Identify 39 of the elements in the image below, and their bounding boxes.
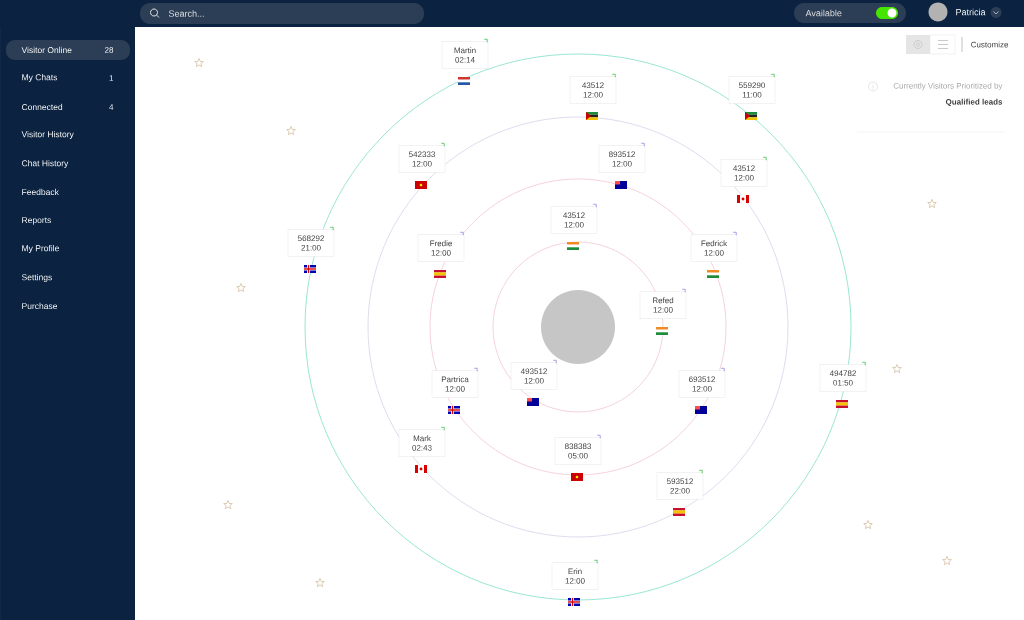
visitor-card: 893512 12:00 (598, 142, 646, 173)
visitor-card: 559290 11:00 (728, 73, 776, 104)
menu-item: Connected (22, 103, 63, 111)
visitor-card: 43512 12:00 (569, 73, 617, 104)
priority-label: Qualified leads (945, 98, 1003, 107)
visitor-card: Partrica 12:00 (431, 367, 479, 398)
visitor-card: Erin 12:00 (551, 559, 599, 590)
menu-item: Feedback (22, 188, 59, 196)
count-label: 1 (109, 75, 114, 81)
visitor-card: Fredie 12:00 (417, 231, 465, 262)
menu-item: My Profile (22, 245, 59, 253)
menu-item: My Chats (22, 74, 58, 82)
menu-item: Reports (22, 217, 51, 225)
visitor-card: 693512 12:00 (678, 367, 726, 398)
menu-item: Chat History (22, 160, 69, 168)
visitor-card: 593512 22:00 (656, 469, 704, 500)
menu-item: Visitor History (21, 131, 74, 139)
label: 28 (104, 47, 114, 53)
menu-item: Purchase (22, 302, 58, 310)
visitor-card: 43512 12:00 (720, 156, 768, 187)
selected-menu-item: Visitor Online 28 (6, 40, 130, 60)
visitor-card: Mark 02:43 (398, 426, 446, 457)
visitor-card: 838383 05:00 (554, 434, 602, 465)
visitor-card: 43512 12:00 (550, 203, 598, 234)
visitor-card: 494782 01:50 (819, 361, 867, 392)
label: Visitor Online (21, 46, 72, 54)
visitor-card: 568292 21:00 (287, 226, 335, 257)
count-label: 4 (109, 104, 114, 110)
visitor-card: 493512 12:00 (510, 359, 558, 390)
visitor-card: Fedrick 12:00 (690, 231, 738, 262)
info-text: Currently Visitors Prioritized by (893, 82, 1003, 91)
status-toggle: Available (794, 3, 906, 23)
visitor-card: Martin 02:14 (441, 38, 489, 69)
visitor-card: 542333 12:00 (398, 142, 446, 173)
visitor-card: Refed 12:00 (639, 288, 687, 319)
customize-link: Customize (971, 41, 1009, 48)
search-field: Search... (140, 3, 424, 24)
menu-item: Settings (21, 274, 52, 282)
user-name: Patricia (956, 8, 986, 16)
